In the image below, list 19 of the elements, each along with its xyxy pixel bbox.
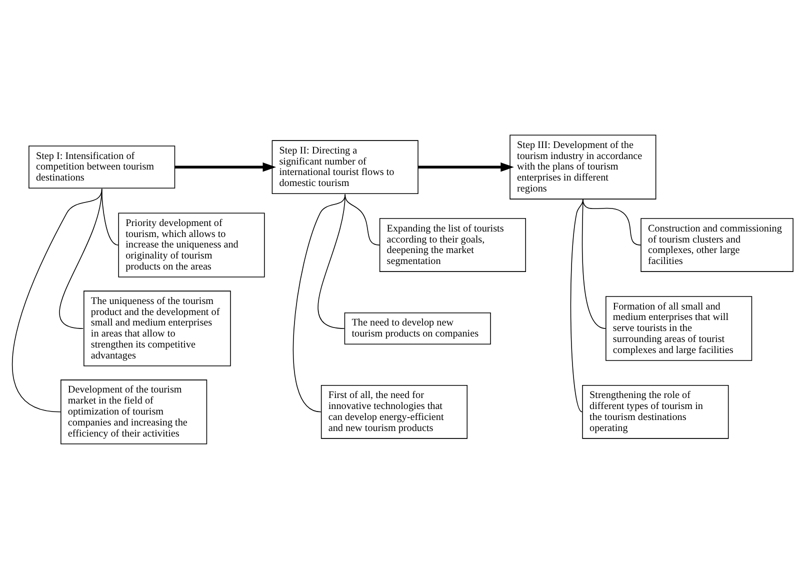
connector <box>582 198 606 328</box>
node-box: Priority development of tourism, which allows to increase the uniqueness and originality of tourism products on the areas <box>118 212 265 277</box>
connector <box>12 188 102 412</box>
node-box: The need to develop new tourism products on companies <box>344 312 491 344</box>
node-box: Step I: Intensification of competition between tourism destinations <box>28 145 176 188</box>
node-box: The uniqueness of the tourism product and the development of small and medium enterprises in areas that allow to strengthen its competitive advantages <box>84 290 231 366</box>
node-box: Construction and commissioning of tourism clusters and complexes, other large facilities <box>640 218 794 272</box>
connector <box>101 188 119 245</box>
node-box: Step III: Development of the tourism industry in accordance with the plans of tourism enterprises in different regions <box>510 134 656 199</box>
arrow <box>418 162 514 172</box>
connector <box>292 193 346 412</box>
node-box: First of all, the need for innovative technologies that can develop energy-efficient and new tourism products <box>320 384 468 438</box>
arrow <box>174 162 276 172</box>
node-box: Development of the tourism market in the field of optimization of tourism companies and increasing the efficiency of their activities <box>60 379 208 444</box>
node-box: Formation of all small and medium enterprises that will serve tourists in the surrounding areas of tourist complexes and large facilities <box>606 296 752 360</box>
node-box: Step II: Directing a significant number of international tourist flows to domestic tourism <box>272 140 418 194</box>
node-box: Expanding the list of tourists according to their goals, deepening the market segmentation <box>379 218 526 272</box>
node-box: Strengthening the role of different types of tourism in the tourism destinations operating <box>582 384 729 438</box>
connector <box>570 198 584 412</box>
